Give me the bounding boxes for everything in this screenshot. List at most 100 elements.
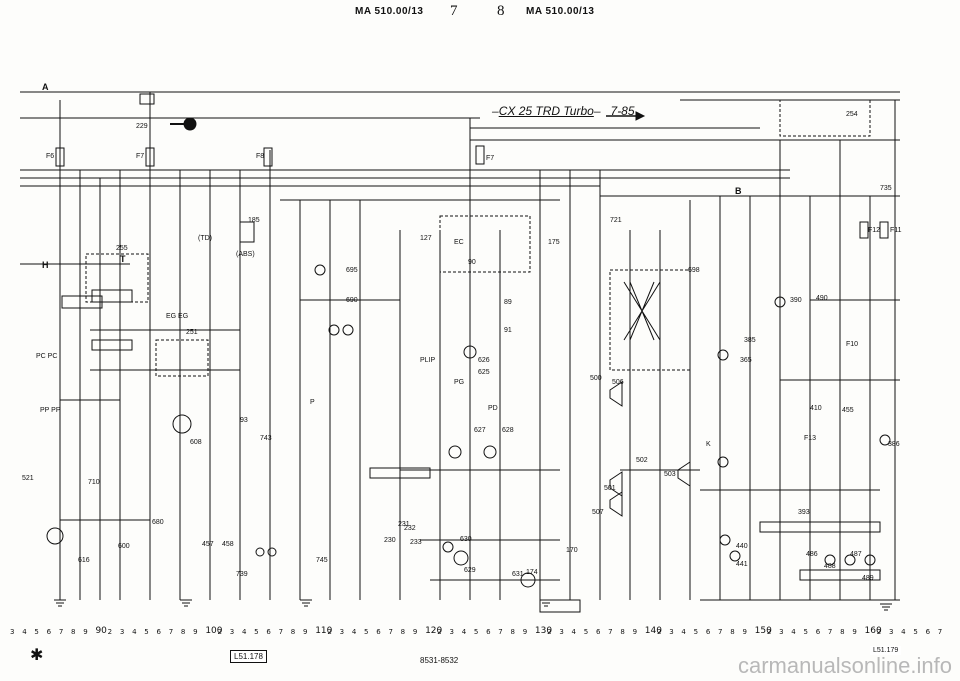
component-label-739: 739 — [236, 571, 248, 578]
scale-number: 6 — [376, 628, 381, 636]
component-label-503: 503 — [664, 471, 676, 478]
scale-number: 160 — [864, 626, 882, 636]
scale-number: 7 — [608, 628, 613, 636]
scale-number: 7 — [937, 628, 943, 636]
scale-number: 5 — [803, 628, 808, 636]
scale-number: 2 — [437, 628, 442, 636]
component-label-458: 458 — [222, 541, 234, 548]
misc-label: (TD) — [198, 235, 212, 242]
component-label-490: 490 — [816, 295, 828, 302]
scale-number: 100 — [205, 626, 223, 636]
component-label-627: 627 — [474, 427, 486, 434]
scale-number: 3 — [119, 628, 125, 636]
wire-label-h: H — [42, 260, 49, 270]
component-label-229: 229 — [136, 123, 148, 130]
component-label-690: 690 — [346, 297, 358, 304]
component-label-502: 502 — [636, 457, 648, 464]
scale-number: 5 — [583, 628, 589, 636]
scale-number: 120 — [425, 626, 443, 636]
component-label-629: 629 — [464, 567, 476, 574]
component-label-89: 89 — [504, 299, 512, 306]
component-label-91: 91 — [504, 327, 512, 334]
scale-number: 6 — [46, 628, 52, 636]
component-label-440: 440 — [736, 543, 748, 550]
scale-number: 7 — [168, 628, 174, 636]
component-label-488: 488 — [824, 563, 836, 570]
scale-number: 2 — [217, 628, 222, 636]
scale-number: 3 — [559, 628, 564, 636]
scale-number: 8 — [400, 628, 406, 636]
fuse-label: F13 — [804, 435, 816, 442]
component-label-386: 386 — [888, 441, 900, 448]
scale-number: 9 — [412, 628, 418, 636]
scale-number: 6 — [486, 628, 491, 636]
component-label-698: 698 — [688, 267, 700, 274]
scale-number: 6 — [925, 628, 931, 636]
component-label-735: 735 — [880, 185, 892, 192]
wire-label-t: T — [120, 254, 126, 264]
component-label-631: 631 — [512, 571, 524, 578]
scale-number: 4 — [571, 628, 577, 636]
misc-label: P — [310, 399, 315, 406]
scale-number: 3 — [779, 628, 784, 636]
scale-number: 6 — [156, 628, 161, 636]
scale-number: 9 — [852, 628, 857, 636]
component-label-616: 616 — [78, 557, 90, 564]
component-labels: 2292552516086006166807105216906951279089… — [22, 111, 902, 582]
page-number-right: 8 — [497, 3, 505, 19]
header-ref-right: MA 510.00/13 — [526, 6, 595, 17]
scale-number: 4 — [901, 628, 906, 636]
component-label-743: 743 — [260, 435, 272, 442]
component-label-630: 630 — [460, 536, 472, 543]
scale-number: 140 — [644, 626, 662, 636]
scale-number: 2 — [327, 628, 332, 636]
scale-number: 9 — [302, 628, 308, 636]
component-label-626: 626 — [478, 357, 490, 364]
scale-number: 3 — [229, 628, 235, 636]
misc-label: PD — [488, 405, 498, 412]
fuse-label: F10 — [846, 341, 858, 348]
component-label-232: 232 — [404, 525, 416, 532]
figure-ref-right: L51.179 — [870, 646, 902, 655]
scale-number: 6 — [705, 628, 711, 636]
scale-number: 8 — [620, 628, 625, 636]
scale-number: 2 — [547, 628, 552, 636]
scale-number: 2 — [876, 628, 882, 636]
fuse-label: F8 — [256, 153, 264, 160]
figure-ref-left: L51.178 — [230, 650, 267, 663]
scale-number: 6 — [595, 628, 601, 636]
scale-number: 8 — [290, 628, 296, 636]
scale-number: 7 — [58, 628, 64, 636]
component-label-231: 231 — [398, 521, 410, 528]
model-date: 7-85 — [610, 104, 635, 118]
scale-number: 5 — [254, 628, 259, 636]
scale-number: 90 — [95, 626, 107, 636]
component-label-501: 501 — [604, 485, 616, 492]
fuse-label: F12 — [868, 227, 880, 234]
component-label-365: 365 — [740, 357, 752, 364]
scale-number: 3 — [669, 628, 674, 636]
scale-number: 7 — [827, 628, 833, 636]
watermark-text: carmanualsonline.info — [737, 653, 952, 678]
component-label-489: 489 — [862, 575, 874, 582]
component-label-90: 90 — [468, 259, 476, 266]
star-mark: ✱ — [30, 645, 44, 664]
scale-number: 7 — [388, 628, 393, 636]
scale-number: 5 — [144, 628, 149, 636]
misc-label: PC PC — [36, 353, 57, 360]
model-name: CX 25 TRD Turbo — [498, 104, 594, 118]
misc-label: K — [706, 441, 711, 448]
scale-number: 3 — [888, 628, 894, 636]
component-label-507: 507 — [592, 509, 604, 516]
scale-number: 4 — [351, 628, 357, 636]
header-ref-left: MA 510.00/13 — [355, 6, 424, 17]
scale-number: 8 — [180, 628, 186, 636]
misc-label: (ABS) — [236, 251, 255, 258]
page-number-left: 7 — [450, 3, 458, 19]
scale-number: 2 — [766, 628, 772, 636]
misc-label: EC — [454, 239, 464, 246]
scale-number: 4 — [461, 628, 467, 636]
scale-number: 7 — [278, 628, 284, 636]
